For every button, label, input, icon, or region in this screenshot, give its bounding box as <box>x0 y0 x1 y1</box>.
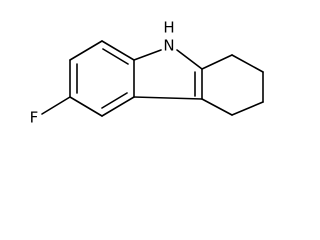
bond-c9-c10 <box>231 54 264 73</box>
double-bond-inner-2 <box>101 92 128 109</box>
double-bond-inner-1 <box>102 48 129 65</box>
pyrrole-ring <box>133 49 203 100</box>
atom-label-h: H <box>163 19 174 37</box>
bond-c6-c1 <box>69 40 103 61</box>
bond-c3-c4 <box>101 96 135 117</box>
bond-n-c7 <box>176 49 203 70</box>
benzene-ring <box>69 40 135 117</box>
atom-label-f: F <box>30 109 39 127</box>
bond-c11-c12 <box>231 101 264 116</box>
bond-c12-c8 <box>201 98 233 116</box>
bond-c1-c2 <box>101 40 135 61</box>
bond-c4-c5 <box>69 96 103 117</box>
atom-label-n: N <box>163 37 174 55</box>
bond-c7-c9 <box>201 54 233 70</box>
chemical-structure: H N F <box>30 19 264 127</box>
bond-c5-f <box>41 96 71 115</box>
bond-c2-n <box>133 49 162 61</box>
bond-c8-c3 <box>133 96 203 100</box>
cyclopentene-ring <box>201 54 264 116</box>
